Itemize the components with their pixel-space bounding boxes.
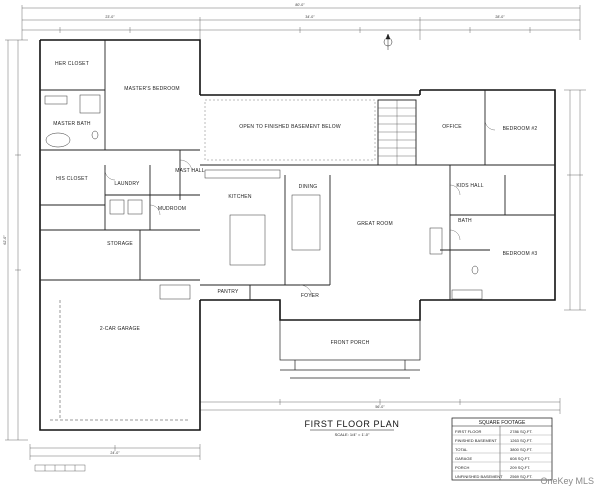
open-to-below-outline [204, 99, 376, 161]
sq-table-title: SQUARE FOOTAGE [479, 420, 526, 426]
room-bath: BATH [458, 218, 472, 224]
dim-bottom-a: 24'-0" [110, 451, 120, 455]
kitchen-counter-icon [204, 169, 281, 179]
room-open-basement: OPEN TO FINISHED BASEMENT BELOW [239, 124, 341, 130]
fireplace-icon [429, 227, 443, 255]
room-foyer: FOYER [301, 293, 319, 299]
room-garage: 2-CAR GARAGE [100, 326, 141, 332]
room-masters-bedroom: MASTER'S BEDROOM [124, 86, 180, 92]
plan-title: FIRST FLOOR PLAN [305, 419, 400, 429]
dimension-lines [5, 5, 586, 460]
room-pantry: PANTRY [217, 289, 238, 295]
room-kids-hall: KIDS HALL [456, 183, 483, 189]
sq-row-value: 1263 SQ.FT. [510, 438, 532, 443]
tub-icon-2 [451, 289, 483, 300]
room-great-room: GREAT ROOM [357, 221, 393, 227]
square-footage-table: SQUARE FOOTAGE FIRST FLOOR 2786 SQ.FT. F… [451, 417, 553, 481]
room-bedroom-3: BEDROOM #3 [503, 251, 538, 257]
dim-top-a: 23'-0" [105, 15, 115, 19]
dim-left-overall: 62'-0" [3, 235, 7, 245]
dim-overall-top: 80'-0" [295, 3, 305, 7]
toilet-icon [91, 130, 99, 140]
room-kitchen: KITCHEN [228, 194, 252, 200]
room-mast-hall: MAST HALL [175, 168, 205, 174]
sq-row-value: 3800 SQ.FT. [510, 447, 532, 452]
room-mudroom: MUDROOM [158, 206, 186, 212]
interior-walls [40, 40, 555, 300]
sq-row-value: 2569 SQ.FT. [510, 474, 532, 479]
sq-row-label: FINISHED BASEMENT [455, 438, 497, 443]
room-her-closet: HER CLOSET [55, 61, 89, 67]
sq-row-label: TOTAL [455, 447, 468, 452]
room-storage: STORAGE [107, 241, 133, 247]
dim-top-b: 34'-0" [305, 15, 315, 19]
exterior-walls [39, 39, 556, 431]
plan-scale: SCALE: 1/4" = 1'-0" [335, 432, 370, 437]
front-porch [279, 319, 421, 379]
stair-treads [378, 100, 416, 165]
room-front-porch: FRONT PORCH [331, 340, 370, 346]
sq-row-value: 2786 SQ.FT. [510, 429, 532, 434]
legend-box [34, 464, 86, 472]
room-dining: DINING [299, 184, 318, 190]
dim-bottom-b: 56'-0" [375, 405, 385, 409]
sq-row-value: 209 SQ.FT. [510, 465, 530, 470]
room-his-closet: HIS CLOSET [56, 176, 88, 182]
garage-details [50, 300, 190, 421]
room-labels: HER CLOSET MASTER'S BEDROOM MASTER BATH … [53, 61, 537, 346]
room-laundry: LAUNDRY [114, 181, 140, 187]
dimension-labels: 80'-0" 23'-0" 34'-0" 28'-0" 62'-0" 24'-0… [3, 3, 505, 455]
sq-row-value: 608 SQ.FT. [510, 456, 530, 461]
sq-row-label: GARAGE [455, 456, 472, 461]
north-arrow-icon [383, 33, 393, 50]
fixtures [44, 94, 483, 300]
sq-row-label: FIRST FLOOR [455, 429, 481, 434]
dining-table-icon [291, 194, 321, 251]
plan-title-block: FIRST FLOOR PLAN SCALE: 1/4" = 1'-0" [305, 419, 400, 437]
sq-row-label: PORCH [455, 465, 470, 470]
room-master-bath: MASTER BATH [53, 121, 91, 127]
dim-top-c: 28'-0" [495, 15, 505, 19]
vanity-icon [44, 95, 68, 105]
room-office: OFFICE [442, 124, 462, 130]
sq-row-label: UNFINISHED BASEMENT [455, 474, 503, 479]
kitchen-island-icon [229, 214, 266, 266]
shower-icon [79, 94, 101, 114]
toilet-icon-2 [471, 265, 479, 275]
bathtub-icon [45, 132, 71, 148]
washer-icon [109, 199, 125, 215]
dryer-icon [127, 199, 143, 215]
door-swings [104, 119, 496, 298]
garage-stairs-icon [159, 284, 191, 300]
room-bedroom-2: BEDROOM #2 [503, 126, 538, 132]
watermark: OneKey MLS [540, 476, 594, 486]
